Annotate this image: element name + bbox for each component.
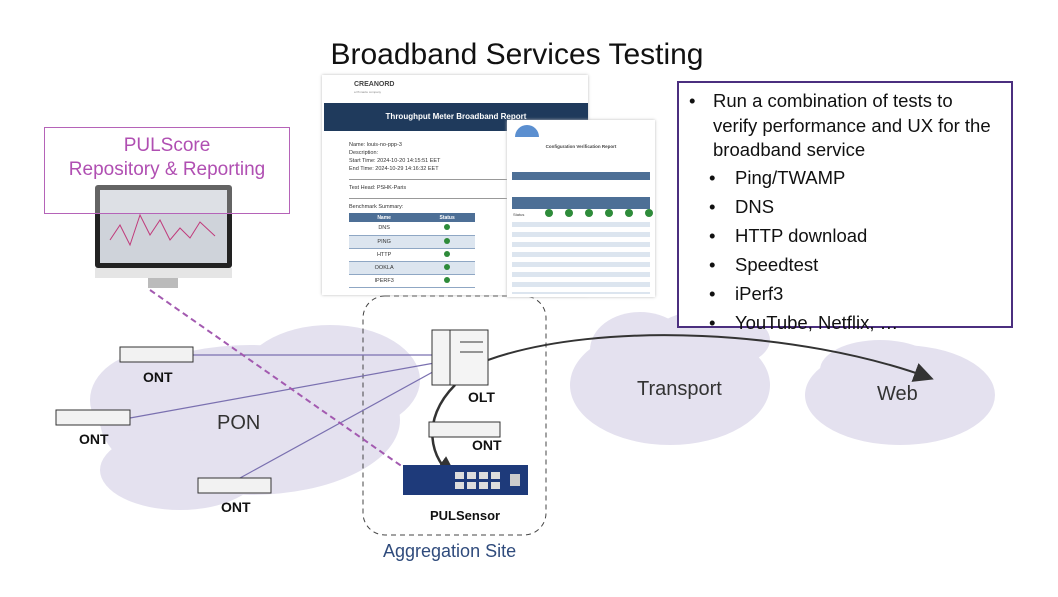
test-list: •Ping/TWAMP •DNS •HTTP download •Speedte…: [709, 166, 1001, 337]
report-description: Description:: [349, 150, 379, 156]
web-label: Web: [877, 383, 918, 405]
check-icon: [444, 237, 451, 244]
olt-label: OLT: [468, 389, 495, 405]
web-arrow: [487, 334, 934, 382]
page-title: Broadband Services Testing: [330, 38, 704, 71]
col-name: Name: [349, 213, 420, 222]
pulscore-subtitle: Repository & Reporting: [68, 159, 266, 180]
table-row: PING: [349, 235, 475, 249]
ont-label: ONT: [143, 369, 173, 385]
configuration-report: Configuration Verification Report Status: [507, 120, 655, 297]
bullet-icon: •: [689, 90, 696, 111]
table-row: OOKLA: [349, 261, 475, 275]
check-icon: [444, 250, 451, 257]
logo-subtitle: a Pinnacle company: [354, 90, 382, 94]
report-summary: Benchmark Summary:: [349, 204, 404, 210]
check-icon: [444, 276, 451, 283]
check-icon: [444, 263, 451, 270]
table-row: IPERF3: [349, 274, 475, 288]
table-row: HTTP: [349, 248, 475, 262]
report-name: Name: louis-no-ppp-3: [349, 142, 402, 148]
list-item: •YouTube, Netflix, …: [709, 312, 899, 334]
report-start: Start Time: 2024-10-20 14:15:51 EET: [349, 158, 441, 164]
table-row: DNS: [349, 222, 475, 236]
ont-label: ONT: [472, 437, 502, 453]
pon-label: PON: [217, 412, 261, 434]
bullets-main: Run a combination of tests to verify per…: [713, 90, 991, 160]
pulsensor-device: [403, 465, 528, 495]
ont-label: ONT: [79, 431, 109, 447]
test-list-box: • Run a combination of tests to verify pe…: [677, 81, 1013, 333]
management-link: [149, 289, 411, 473]
report2-title: Configuration Verification Report: [545, 144, 617, 149]
list-item: •Speedtest: [709, 254, 819, 276]
pulscore-box: PULScore Repository & Reporting: [44, 127, 290, 214]
check-icon: [444, 224, 451, 231]
report-test-head: Test Head: PSHK-Paris: [349, 185, 407, 191]
list-item: •Ping/TWAMP: [709, 167, 846, 189]
ont-devices: [55, 346, 501, 494]
aggregation-site-box: [362, 295, 547, 536]
list-item: •iPerf3: [709, 283, 784, 305]
list-item: •HTTP download: [709, 225, 868, 247]
aggregation-site-label: Aggregation Site: [383, 541, 517, 561]
pulscore-title: PULScore: [123, 135, 211, 156]
transport-label: Transport: [637, 378, 722, 400]
transport-cloud: [570, 310, 770, 445]
report2-logo: [515, 125, 539, 137]
report-end: End Time: 2024-10-29 14:16:32 EET: [349, 166, 439, 172]
pulsensor-label: PULSensor: [430, 508, 501, 523]
report-meta: Name: louis-no-ppp-3 Description: Start …: [349, 141, 579, 211]
list-item: •DNS: [709, 196, 775, 218]
report2-status: Status: [513, 212, 525, 217]
olt-device: [431, 329, 489, 386]
monitor-icon: [95, 185, 232, 288]
col-status: Status: [419, 213, 475, 222]
creanord-logo: CREANORD: [354, 81, 395, 88]
ont-label: ONT: [221, 499, 251, 515]
